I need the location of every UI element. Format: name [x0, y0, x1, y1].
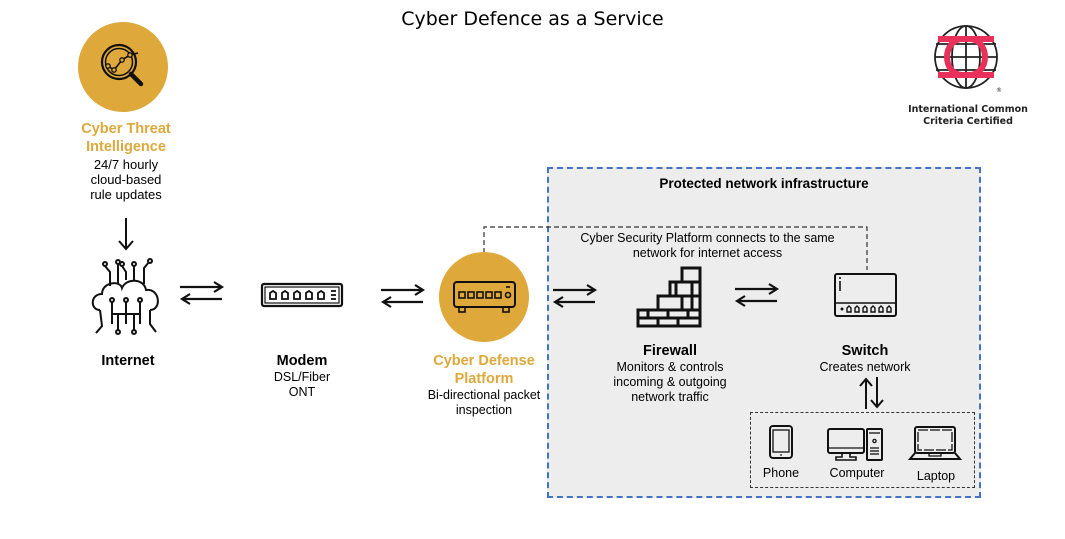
device-label-computer: Computer: [829, 466, 885, 480]
certification-line: International Common: [908, 104, 1028, 115]
threat-intel-desc: 24/7 hourly: [93, 157, 159, 172]
modem-desc: DSL/Fiber: [273, 370, 331, 384]
device-label-phone: Phone: [762, 466, 800, 480]
device-label-laptop: Laptop: [916, 469, 956, 483]
firewall-desc: incoming & outgoing: [613, 375, 727, 389]
switch-label: Switch Creates network: [805, 342, 925, 375]
magnifier-chart-icon: [100, 43, 144, 87]
registered-mark: ®: [996, 87, 1002, 94]
network-appliance-icon: [453, 281, 516, 313]
firewall-title: Firewall: [643, 343, 697, 359]
note-line: network for internet access: [632, 246, 783, 260]
modem-title: Modem: [276, 353, 328, 369]
threat-intel-desc: rule updates: [90, 187, 162, 202]
protected-network-zone: [547, 167, 981, 498]
switch-desc: Creates network: [819, 360, 911, 374]
modem-icon: [260, 282, 344, 308]
laptop-icon: [907, 426, 963, 460]
certification-label: International Common Criteria Certified: [900, 104, 1036, 128]
certification-line: Criteria Certified: [923, 116, 1013, 127]
switch-title: Switch: [841, 343, 889, 359]
computer-icon: [827, 428, 883, 461]
bidirectional-arrow-icon: [734, 283, 780, 307]
firewall-desc: network traffic: [631, 390, 709, 404]
platform-title: Platform: [454, 371, 514, 387]
bidirectional-arrow-icon: [552, 284, 598, 308]
platform-circle: [439, 252, 529, 342]
diagram-title: Cyber Defence as a Service: [401, 8, 664, 30]
phone-icon: [769, 425, 793, 459]
common-criteria-logo: ®: [934, 25, 1002, 94]
firewall-label: Firewall Monitors & controls incoming & …: [597, 342, 743, 405]
internet-label: Internet: [101, 353, 155, 369]
modem-label: Modem DSL/Fiber ONT: [252, 352, 352, 400]
protected-zone-title: Protected network infrastructure: [659, 176, 869, 191]
brick-wall-icon: [636, 266, 702, 328]
note-line: Cyber Security Platform connects to the …: [580, 231, 835, 245]
protected-zone-note: Cyber Security Platform connects to the …: [565, 231, 850, 261]
threat-intel-title: Cyber Threat Intelligence: [81, 121, 171, 155]
platform-desc: inspection: [455, 403, 513, 417]
network-switch-icon: [834, 273, 897, 317]
threat-intel-desc: cloud-based: [90, 172, 162, 187]
threat-intel-circle: [78, 22, 168, 112]
platform-label: Cyber Defense Platform Bi-directional pa…: [404, 352, 564, 418]
devices-group: [750, 412, 975, 488]
cloud-circuit-icon: [91, 258, 159, 335]
down-arrow-icon: [118, 218, 134, 251]
up-down-arrow-icon: [859, 377, 884, 409]
threat-intel-label: Cyber Threat Intelligence 24/7 hourly cl…: [48, 120, 204, 202]
firewall-desc: Monitors & controls: [616, 360, 724, 374]
bidirectional-arrow-icon: [380, 284, 426, 308]
modem-desc: ONT: [288, 385, 316, 399]
platform-title: Cyber Defense: [433, 353, 535, 369]
bidirectional-arrow-icon: [179, 281, 225, 305]
platform-desc: Bi-directional packet: [427, 388, 541, 402]
